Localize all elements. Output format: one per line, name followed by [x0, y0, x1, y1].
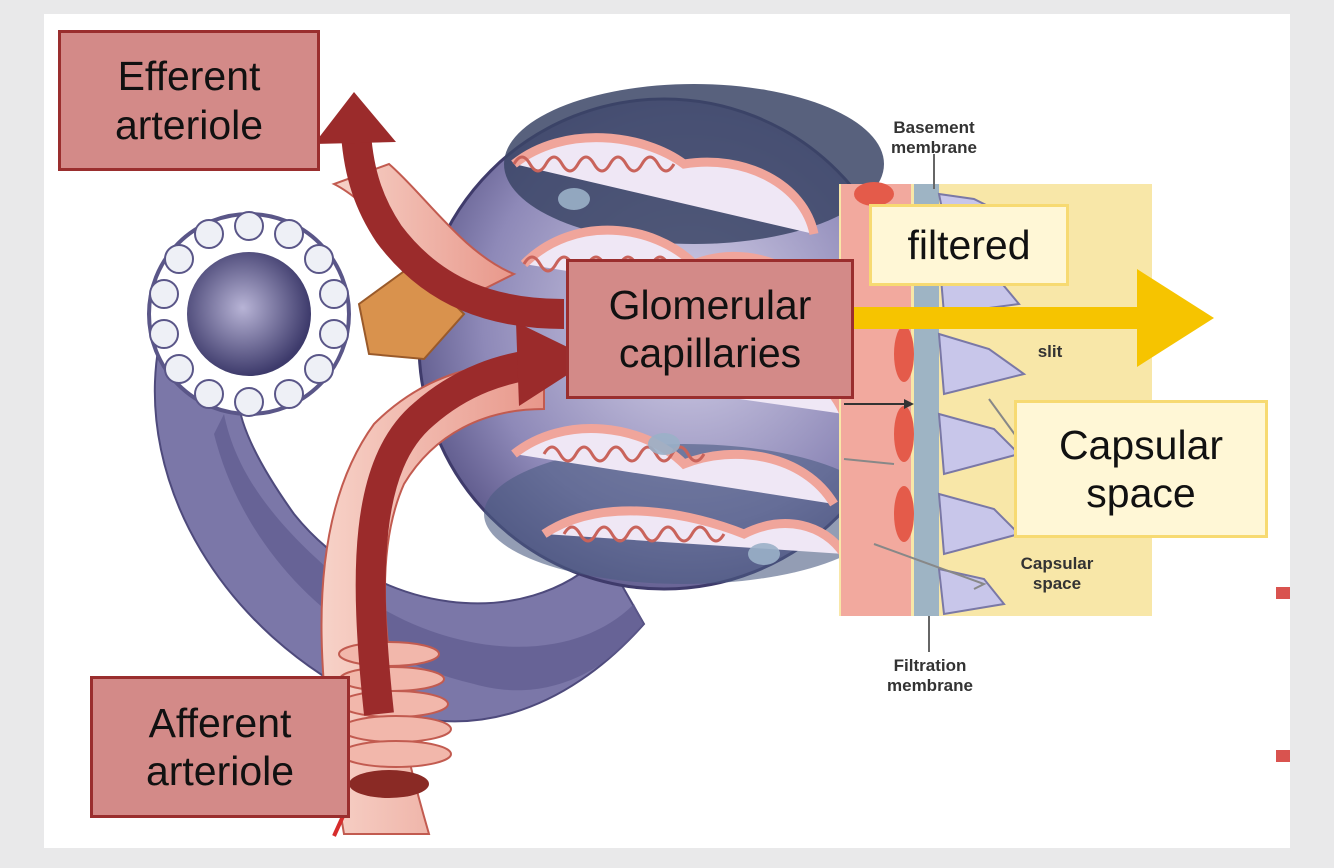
glomerular-capillaries-label: Glomerular capillaries [566, 259, 854, 399]
basement-membrane-label: Basement membrane [864, 118, 1004, 159]
capsular-space-small-label: Capsular space [1002, 554, 1112, 595]
basement-line2: membrane [891, 138, 977, 158]
endothelial-cells [854, 182, 914, 542]
pointer-head-1 [904, 399, 914, 409]
pointer-line-2 [843, 458, 895, 465]
capsular-small-line1: Capsular [1020, 554, 1094, 573]
afferent-line1: Afferent [148, 699, 292, 746]
tubule-cells [149, 211, 349, 417]
filtration-membrane-label: Filtration membrane [860, 656, 1000, 697]
glomerular-line2: capillaries [618, 330, 802, 376]
afferent-flow-arrow [355, 322, 592, 716]
bracket-lines [873, 543, 987, 590]
filtration-line1: Filtration [893, 656, 967, 675]
afferent-opening [349, 770, 429, 798]
filtration-line2: membrane [887, 676, 973, 696]
capsular-line2: space [1086, 470, 1196, 516]
afferent-arteriole-label: Afferent arteriole [90, 676, 350, 818]
capsular-small-line2: space [1032, 574, 1082, 594]
basement-membrane-band [914, 184, 939, 616]
lobe-shadow [214, 414, 644, 691]
bullet-marker-2 [1276, 750, 1290, 762]
afferent-coils [338, 641, 452, 768]
slide: Basement membrane slit Capsular space Fi… [44, 14, 1290, 848]
slit-label: slit [1037, 342, 1063, 361]
basement-line1: Basement [893, 118, 975, 137]
filtration-arrow [849, 269, 1214, 367]
glomerular-line1: Glomerular [608, 281, 812, 328]
efferent-arteriole-label: Efferent arteriole [58, 30, 320, 171]
capsular-line1: Capsular [1058, 421, 1224, 468]
efferent-flow-arrow [314, 92, 565, 329]
tubule-lumen [187, 252, 311, 376]
bullet-marker-1 [1276, 587, 1290, 599]
capsular-space-label: Capsular space [1014, 400, 1268, 538]
filtered-label: filtered [869, 204, 1069, 286]
efferent-line2: arteriole [114, 101, 264, 148]
afferent-line2: arteriole [145, 748, 295, 794]
efferent-line1: Efferent [117, 53, 261, 100]
